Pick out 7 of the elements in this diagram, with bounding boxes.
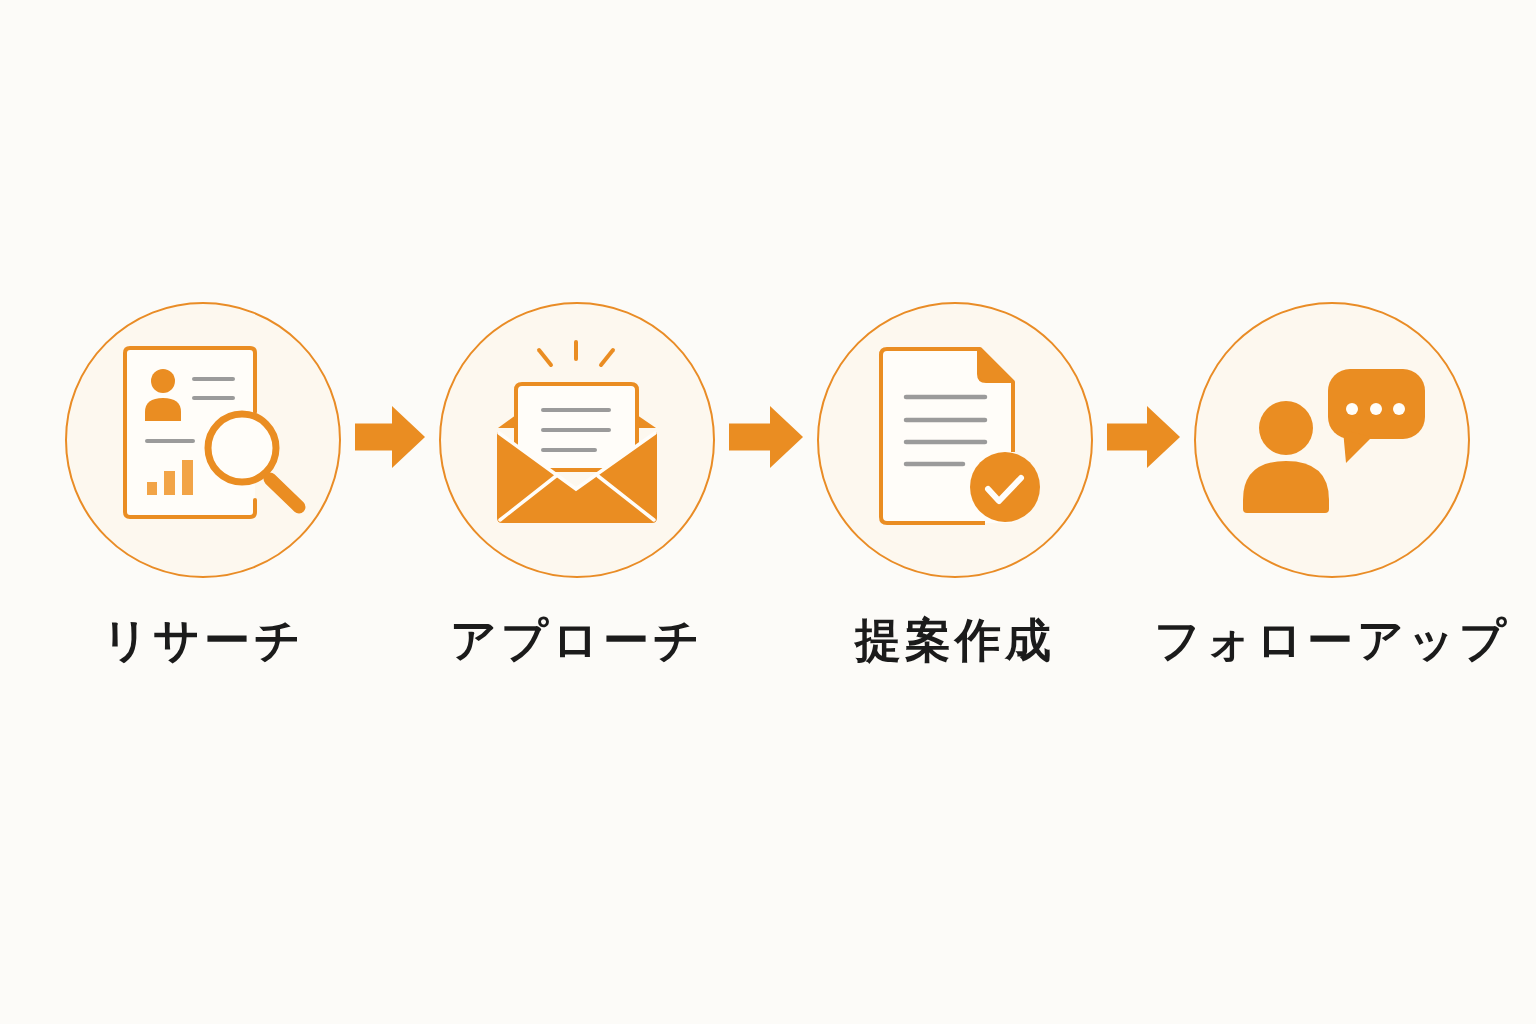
arrow <box>729 406 803 468</box>
step-label: 提案作成 <box>855 617 1055 663</box>
arrow <box>355 406 425 468</box>
step-label: フォローアップ <box>1154 617 1510 663</box>
step-label: アプローチ <box>450 617 704 663</box>
arrow <box>1107 406 1180 468</box>
step-label: リサーチ <box>101 617 305 663</box>
